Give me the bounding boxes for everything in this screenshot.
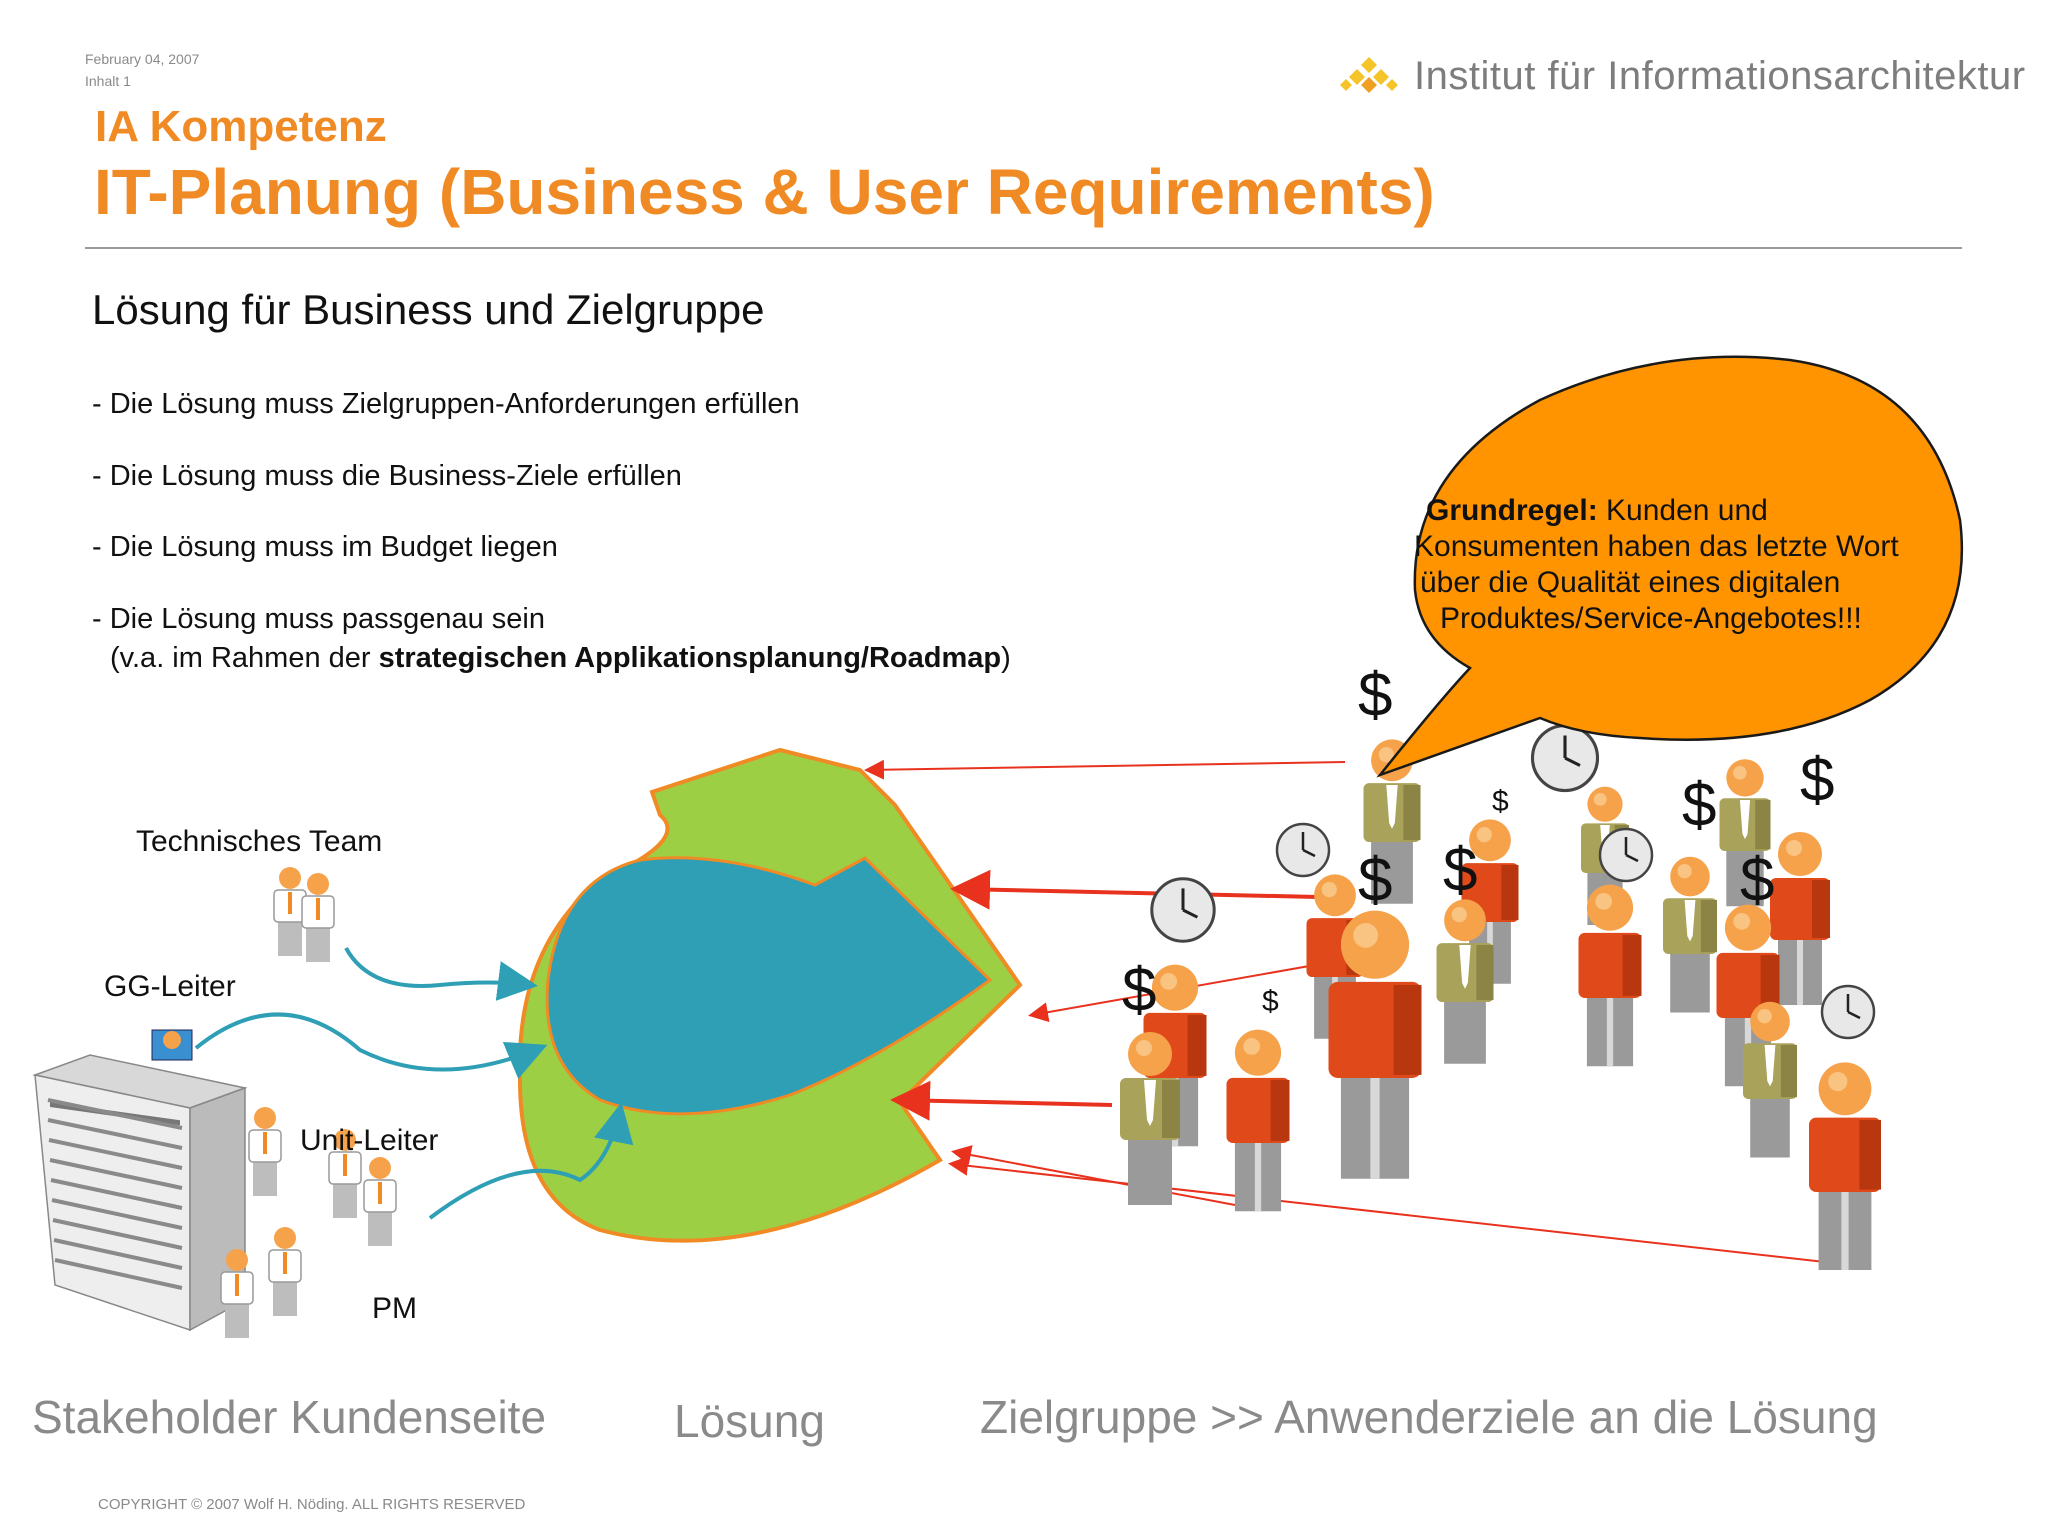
dollar-symbol: $ [1740,846,1775,915]
slide-date: February 04, 2007 [85,51,200,67]
dollar-symbol: $ [1492,785,1509,818]
label-technisches-team: Technisches Team [136,825,383,858]
dollar-symbol: $ [1122,956,1157,1025]
institute-name: Institut für Informationsarchitektur [1414,54,2026,98]
section-kicker: IA Kompetenz [95,102,387,151]
label-unit-leiter: Unit-Leiter [300,1124,439,1157]
speech-bubble-line-1: Grundregel: Kunden und [1426,494,1768,527]
dollar-symbol: $ [1682,771,1717,840]
stakeholder-arrows [194,947,634,1220]
title-divider [85,247,1962,249]
slide-page: Inhalt 1 [85,73,131,89]
bullet-1: - Die Lösung muss Zielgruppen-Anforderun… [92,388,800,420]
speech-bubble-line-2: Konsumenten haben das letzte Wort [1414,530,1899,563]
speech-bubble-line-4: Produktes/Service-Angebotes!!! [1440,602,1862,635]
content-heading: Lösung für Business und Zielgruppe [92,286,765,333]
page-title: IT-Planung (Business & User Requirements… [94,156,1435,228]
user-arrows [864,759,1826,1263]
bullet-2: - Die Lösung muss die Business-Ziele erf… [92,460,682,492]
technical-team-figures [273,866,335,963]
label-gg-leiter: GG-Leiter [104,970,236,1003]
bottom-label-zielgruppe: Zielgruppe >> Anwenderziele an die Lösun… [980,1391,1878,1443]
dollar-symbol: $ [1262,985,1279,1018]
bullet-4-detail: (v.a. im Rahmen der strategischen Applik… [110,642,1011,674]
speech-bubble-shape [1376,355,1964,778]
dollar-symbol: $ [1358,846,1393,915]
office-building-icon [32,1029,248,1332]
institute-logo-icon [1338,55,1400,99]
speech-bubble-line-3: über die Qualität eines digitalen [1420,566,1841,599]
copyright-notice: COPYRIGHT © 2007 Wolf H. Nöding. ALL RIG… [98,1496,526,1513]
bottom-label-stakeholder: Stakeholder Kundenseite [32,1391,547,1443]
label-pm: PM [372,1292,417,1325]
dollar-symbol: $ [1800,746,1835,815]
dollar-symbol: $ [1443,836,1478,905]
bullet-3: - Die Lösung muss im Budget liegen [92,531,558,563]
bottom-label-loesung: Lösung [674,1395,825,1447]
bullet-4: - Die Lösung muss passgenau sein [92,603,545,635]
dollar-symbol: $ [1358,661,1393,730]
